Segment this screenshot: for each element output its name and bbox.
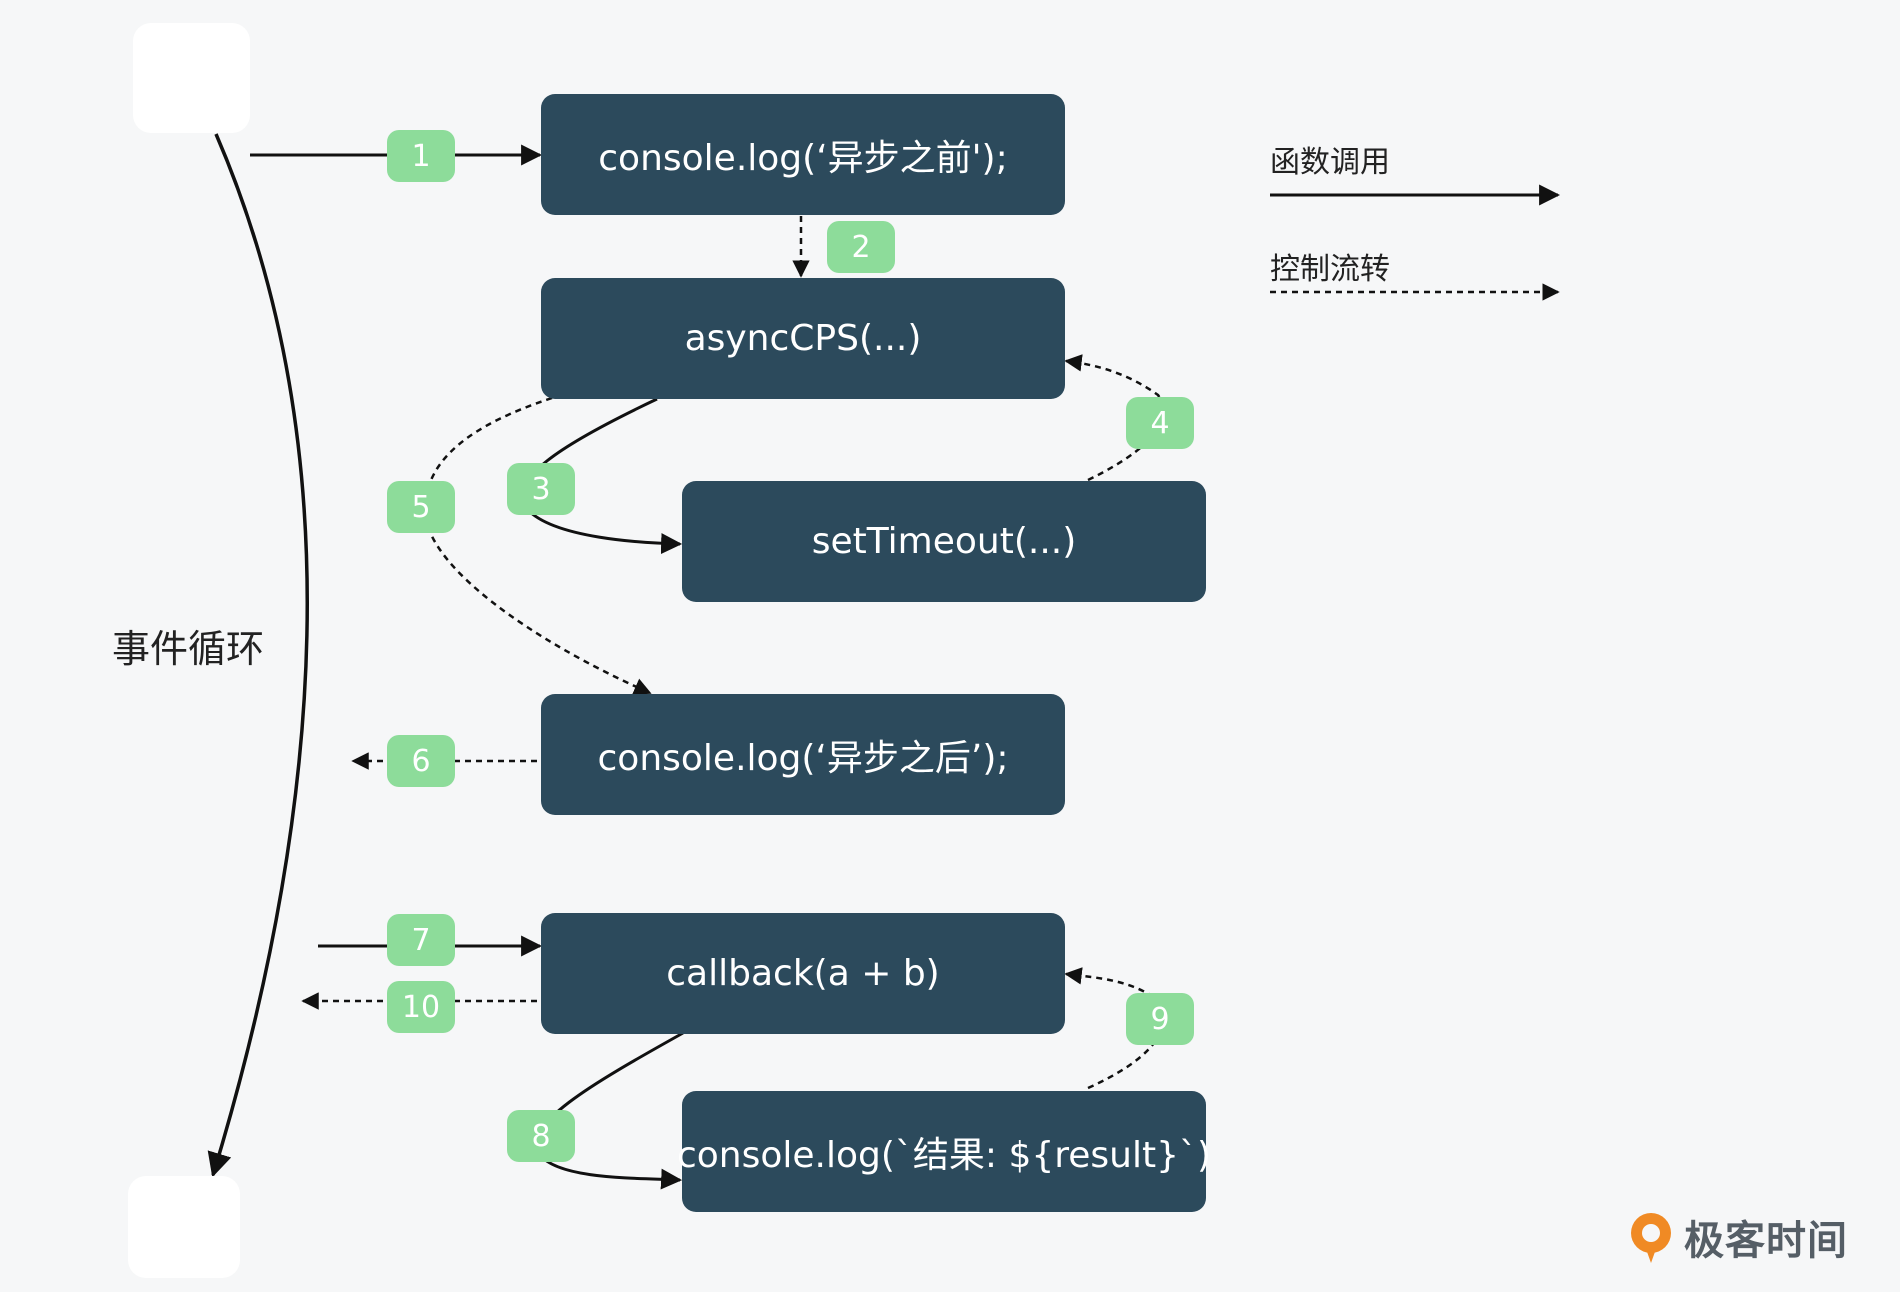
box-async-cps: asyncCPS(...) — [541, 278, 1065, 399]
step-badge-6: 6 — [387, 735, 455, 787]
logo-text: 极客时间 — [1684, 1218, 1848, 1264]
brand-logo: 极客时间 — [1626, 1208, 1848, 1266]
step-badge-10: 10 — [387, 981, 455, 1033]
step-badge-5: 5 — [387, 481, 455, 533]
event-loop-end — [128, 1176, 240, 1278]
box-callback: callback(a + b) — [541, 913, 1065, 1034]
legend-control-label: 控制流转 — [1270, 252, 1390, 287]
step-badge-8: 8 — [507, 1110, 575, 1162]
event-loop-start — [133, 23, 250, 133]
logo-mark-icon — [1631, 1213, 1671, 1263]
arrow-step-5 — [423, 396, 652, 695]
step-badge-1: 1 — [387, 130, 455, 182]
box-log-result: console.log(`结果: ${result}`) — [677, 1091, 1211, 1212]
box-set-timeout: setTimeout(...) — [682, 481, 1206, 602]
box-log-after: console.log(‘异步之后’); — [541, 694, 1065, 815]
legend-call-label: 函数调用 — [1270, 145, 1390, 180]
event-loop-label: 事件循环 — [112, 627, 265, 671]
box-log-before: console.log(‘异步之前'); — [541, 94, 1065, 215]
event-loop-arc — [207, 133, 309, 1178]
step-badge-4: 4 — [1126, 397, 1194, 449]
step-badge-9: 9 — [1126, 993, 1194, 1045]
step-badge-7: 7 — [387, 914, 455, 966]
arrow-step-4 — [1064, 354, 1165, 482]
step-badge-2: 2 — [827, 221, 895, 273]
step-badge-3: 3 — [507, 463, 575, 515]
